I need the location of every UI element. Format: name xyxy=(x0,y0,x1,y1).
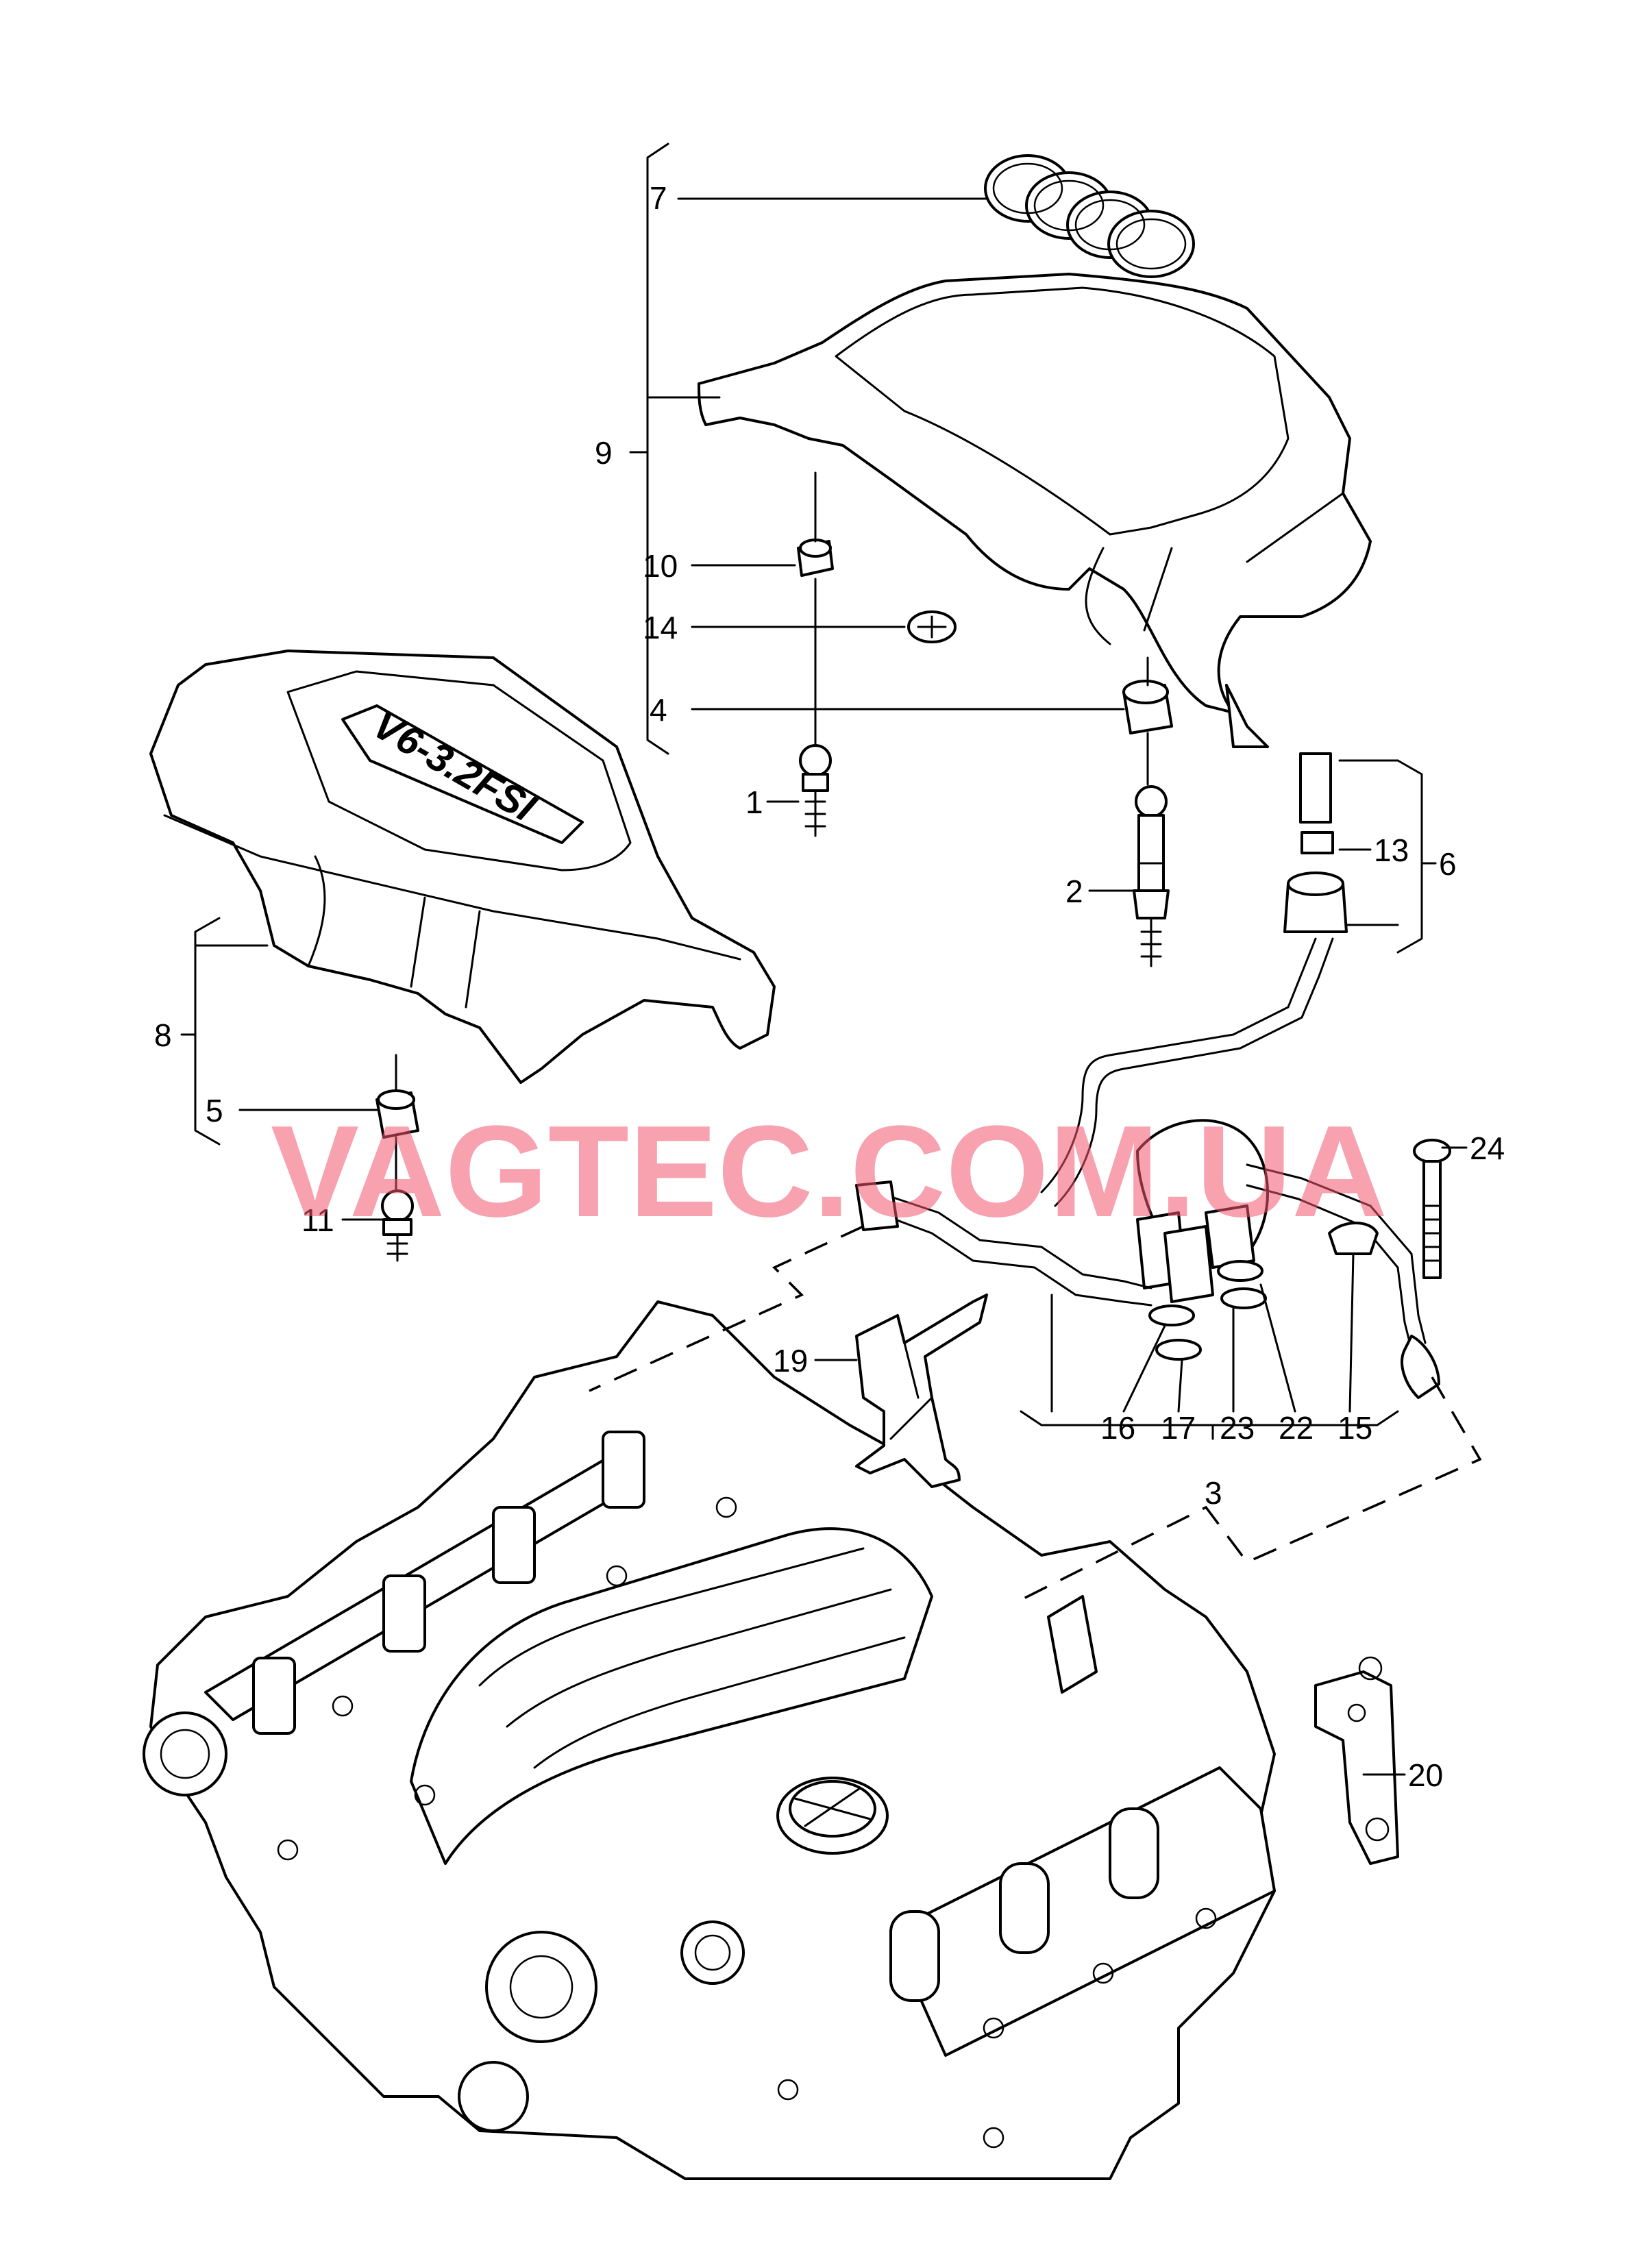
bolt-24 xyxy=(1413,1139,1451,1279)
pin-1 xyxy=(799,744,832,837)
bracket-20 xyxy=(1314,1656,1399,1865)
callout-23: 23 xyxy=(1220,1410,1255,1446)
pin-11 xyxy=(381,1189,414,1262)
callout-24: 24 xyxy=(1470,1130,1505,1166)
grommet-10 xyxy=(797,539,834,577)
engine-block xyxy=(143,1300,1276,2180)
callout-labels: 7 9 10 14 4 1 2 13 6 8 5 11 24 19 16 17 … xyxy=(154,180,1505,1793)
four-rings-emblem xyxy=(984,154,1195,278)
engine-cover-left: V6-3.2FSI xyxy=(149,650,776,1084)
assembly-dashed-lines xyxy=(589,1225,1482,1605)
callout-4: 4 xyxy=(650,692,667,728)
bracket-19 xyxy=(855,1294,988,1488)
o-rings xyxy=(1148,1260,1267,1361)
callout-2: 2 xyxy=(1065,874,1083,909)
callout-10: 10 xyxy=(643,548,678,584)
bolt-2 xyxy=(1133,785,1170,967)
callout-7: 7 xyxy=(650,180,667,216)
pressure-valve-6 xyxy=(1283,752,1348,933)
callout-15: 15 xyxy=(1337,1410,1372,1446)
hose-assembly-3 xyxy=(855,937,1440,1399)
engine-cover-top xyxy=(698,273,1372,748)
clip-14 xyxy=(907,610,957,643)
callout-16: 16 xyxy=(1100,1410,1135,1446)
clamp-15 xyxy=(1328,1222,1379,1255)
callout-1: 1 xyxy=(745,784,763,820)
callout-8: 8 xyxy=(154,1017,172,1053)
callout-6: 6 xyxy=(1439,846,1457,882)
callout-9: 9 xyxy=(595,435,613,471)
callout-5: 5 xyxy=(206,1093,223,1128)
callout-3: 3 xyxy=(1205,1475,1222,1511)
grommet-4 xyxy=(1122,680,1173,734)
callout-20: 20 xyxy=(1408,1757,1443,1793)
grommet-5 xyxy=(375,1089,419,1139)
callout-22: 22 xyxy=(1279,1410,1314,1446)
leader-lines xyxy=(180,143,1468,1776)
callout-11: 11 xyxy=(301,1202,334,1238)
callout-19: 19 xyxy=(773,1343,808,1379)
callout-17: 17 xyxy=(1161,1410,1196,1446)
callout-14: 14 xyxy=(643,610,678,645)
callout-13: 13 xyxy=(1374,832,1409,868)
watermark: VAGTEC.COM.UA xyxy=(271,1099,1388,1244)
